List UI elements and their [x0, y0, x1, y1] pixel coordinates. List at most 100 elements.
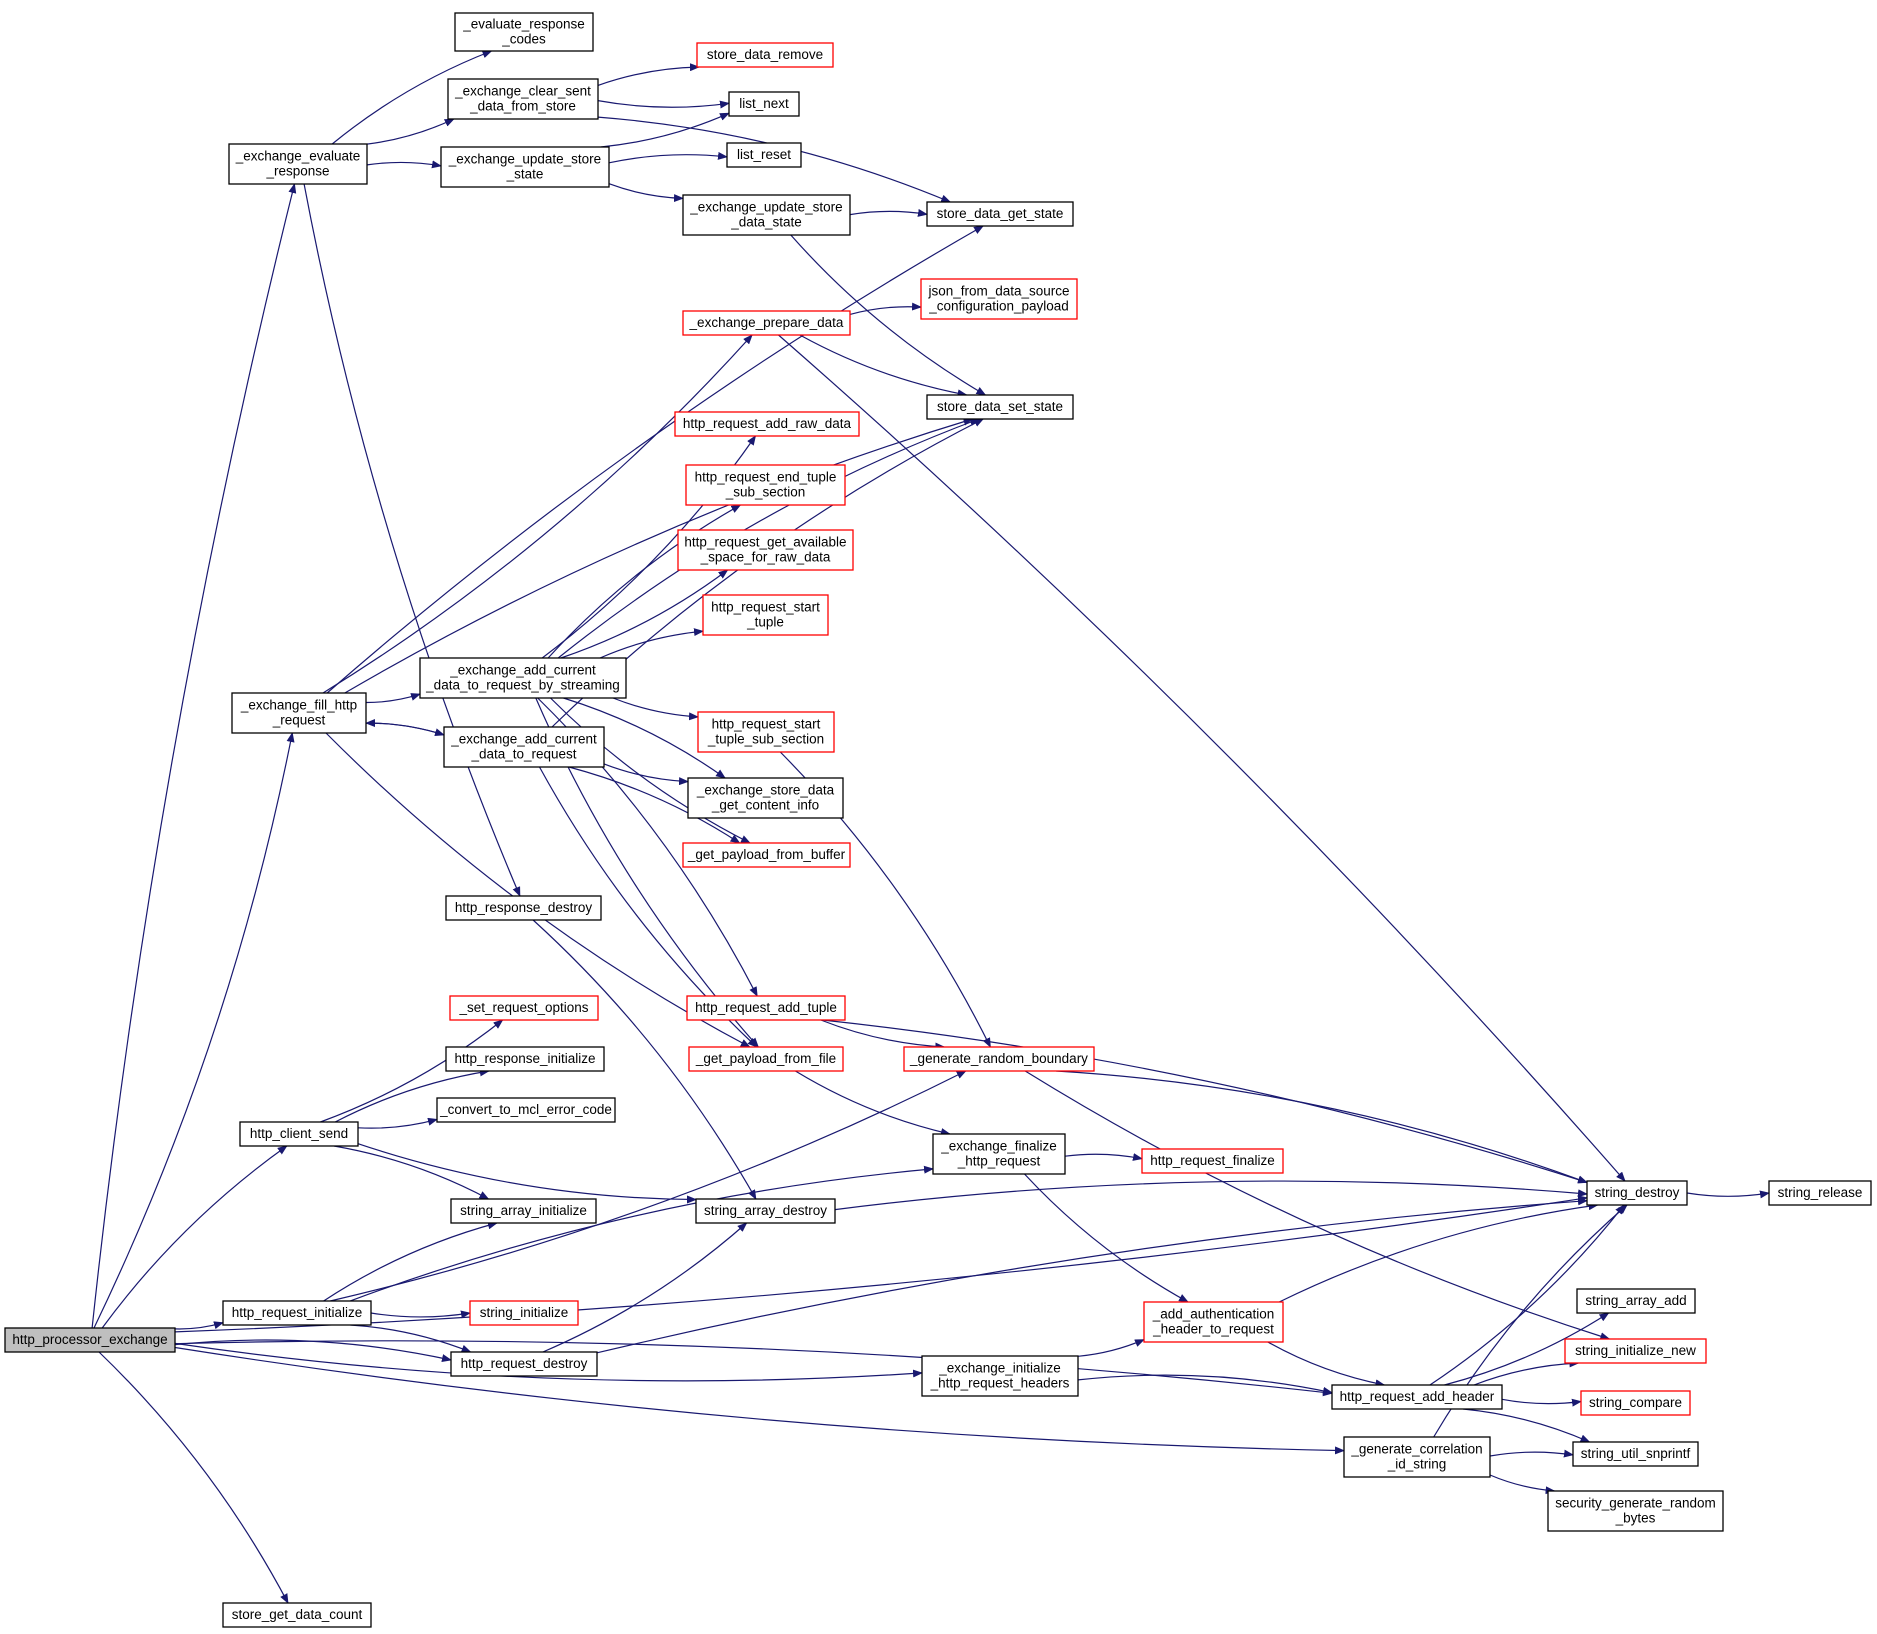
node-box[interactable] — [222, 1300, 372, 1326]
node-ecs[interactable]: _exchange_clear_sent_data_from_store — [447, 78, 599, 120]
node-box[interactable] — [445, 895, 602, 921]
node-box[interactable] — [686, 995, 846, 1021]
node-sdgs[interactable]: store_data_get_state — [926, 201, 1074, 227]
node-box[interactable] — [677, 529, 854, 571]
node-box[interactable] — [1331, 1384, 1503, 1410]
node-hrqd[interactable]: http_request_destroy — [450, 1351, 598, 1377]
node-efh[interactable]: _exchange_fill_http_request — [231, 692, 367, 734]
node-box[interactable] — [1343, 1436, 1491, 1478]
node-box[interactable] — [1141, 1148, 1284, 1174]
node-box[interactable] — [926, 394, 1074, 420]
node-box[interactable] — [728, 91, 800, 117]
node-box[interactable] — [702, 594, 829, 636]
node-gpf[interactable]: _get_payload_from_file — [688, 1046, 844, 1072]
node-box[interactable] — [682, 842, 851, 868]
node-hrat[interactable]: http_request_add_tuple — [686, 995, 846, 1021]
node-box[interactable] — [1564, 1338, 1707, 1364]
node-erc[interactable]: _evaluate_response_codes — [454, 12, 594, 52]
node-box[interactable] — [1586, 1180, 1688, 1206]
node-hrsts[interactable]: http_request_start_tuple_sub_section — [697, 711, 835, 753]
node-lnx[interactable]: list_next — [728, 91, 800, 117]
node-ctm[interactable]: _convert_to_mcl_error_code — [436, 1097, 616, 1123]
node-hcs[interactable]: http_client_send — [239, 1121, 359, 1147]
node-sdss[interactable]: store_data_set_state — [926, 394, 1074, 420]
node-sin[interactable]: string_initialize_new — [1564, 1338, 1707, 1364]
node-sus[interactable]: string_util_snprintf — [1572, 1441, 1699, 1467]
node-box[interactable] — [231, 692, 367, 734]
node-box[interactable] — [449, 995, 599, 1021]
node-srl[interactable]: string_release — [1768, 1180, 1872, 1206]
node-box[interactable] — [926, 201, 1074, 227]
node-hrets[interactable]: http_request_end_tuple_sub_section — [685, 464, 846, 506]
node-sro[interactable]: _set_request_options — [449, 995, 599, 1021]
node-box[interactable] — [687, 777, 844, 819]
node-box[interactable] — [920, 278, 1078, 320]
node-saa[interactable]: string_array_add — [1576, 1288, 1696, 1314]
node-box[interactable] — [697, 711, 835, 753]
node-box[interactable] — [443, 726, 605, 768]
node-box[interactable] — [450, 1351, 598, 1377]
node-sgdc[interactable]: store_get_data_count — [222, 1602, 372, 1628]
node-sd[interactable]: string_destroy — [1586, 1180, 1688, 1206]
node-box[interactable] — [450, 1198, 597, 1224]
node-esdg[interactable]: _exchange_store_data_get_content_info — [687, 777, 844, 819]
node-box[interactable] — [436, 1097, 616, 1123]
node-box[interactable] — [685, 464, 846, 506]
node-hrqi[interactable]: http_request_initialize — [222, 1300, 372, 1326]
node-si[interactable]: string_initialize — [469, 1300, 579, 1326]
node-gpb[interactable]: _get_payload_from_buffer — [682, 842, 851, 868]
node-box[interactable] — [445, 1046, 605, 1072]
node-box[interactable] — [228, 143, 368, 185]
node-hri[interactable]: http_response_initialize — [445, 1046, 605, 1072]
node-sgr[interactable]: security_generate_random_bytes — [1547, 1490, 1724, 1532]
node-box[interactable] — [682, 310, 851, 336]
node-box[interactable] — [469, 1300, 579, 1326]
node-hrard[interactable]: http_request_add_raw_data — [674, 411, 860, 437]
node-box[interactable] — [1547, 1490, 1724, 1532]
node-eac[interactable]: _exchange_add_current_data_to_request — [443, 726, 605, 768]
node-jfd[interactable]: json_from_data_source_configuration_payl… — [920, 278, 1078, 320]
node-grb[interactable]: _generate_random_boundary — [903, 1046, 1095, 1072]
node-epd[interactable]: _exchange_prepare_data — [682, 310, 851, 336]
node-box[interactable] — [222, 1602, 372, 1628]
node-aah[interactable]: _add_authentication_header_to_request — [1143, 1301, 1284, 1343]
node-box[interactable] — [4, 1327, 176, 1353]
node-eus[interactable]: _exchange_update_store_state — [440, 146, 610, 188]
node-box[interactable] — [1572, 1441, 1699, 1467]
node-box[interactable] — [688, 1046, 844, 1072]
node-box[interactable] — [454, 12, 594, 52]
node-box[interactable] — [419, 657, 627, 699]
node-lrs[interactable]: list_reset — [726, 142, 802, 168]
node-eih[interactable]: _exchange_initialize_http_request_header… — [921, 1355, 1079, 1397]
node-hrd[interactable]: http_response_destroy — [445, 895, 602, 921]
node-box[interactable] — [932, 1133, 1066, 1175]
node-box[interactable] — [682, 194, 851, 236]
node-hpe[interactable]: http_processor_exchange — [4, 1327, 176, 1353]
node-hrgas[interactable]: http_request_get_available_space_for_raw… — [677, 529, 854, 571]
node-euds[interactable]: _exchange_update_store_data_state — [682, 194, 851, 236]
node-box[interactable] — [674, 411, 860, 437]
node-box[interactable] — [1580, 1390, 1691, 1416]
node-eer[interactable]: _exchange_evaluate_response — [228, 143, 368, 185]
node-hrst[interactable]: http_request_start_tuple — [702, 594, 829, 636]
node-efhr[interactable]: _exchange_finalize_http_request — [932, 1133, 1066, 1175]
node-box[interactable] — [1576, 1288, 1696, 1314]
node-sai[interactable]: string_array_initialize — [450, 1198, 597, 1224]
node-box[interactable] — [921, 1355, 1079, 1397]
node-box[interactable] — [440, 146, 610, 188]
node-hrah[interactable]: http_request_add_header — [1331, 1384, 1503, 1410]
node-sad[interactable]: string_array_destroy — [695, 1198, 836, 1224]
node-gci[interactable]: _generate_correlation_id_string — [1343, 1436, 1491, 1478]
node-box[interactable] — [1143, 1301, 1284, 1343]
node-box[interactable] — [1768, 1180, 1872, 1206]
node-eacs[interactable]: _exchange_add_current_data_to_request_by… — [419, 657, 627, 699]
node-hrf[interactable]: http_request_finalize — [1141, 1148, 1284, 1174]
node-box[interactable] — [726, 142, 802, 168]
node-sdr[interactable]: store_data_remove — [696, 42, 834, 68]
node-box[interactable] — [903, 1046, 1095, 1072]
node-box[interactable] — [239, 1121, 359, 1147]
node-box[interactable] — [695, 1198, 836, 1224]
node-box[interactable] — [447, 78, 599, 120]
node-sc[interactable]: string_compare — [1580, 1390, 1691, 1416]
node-box[interactable] — [696, 42, 834, 68]
